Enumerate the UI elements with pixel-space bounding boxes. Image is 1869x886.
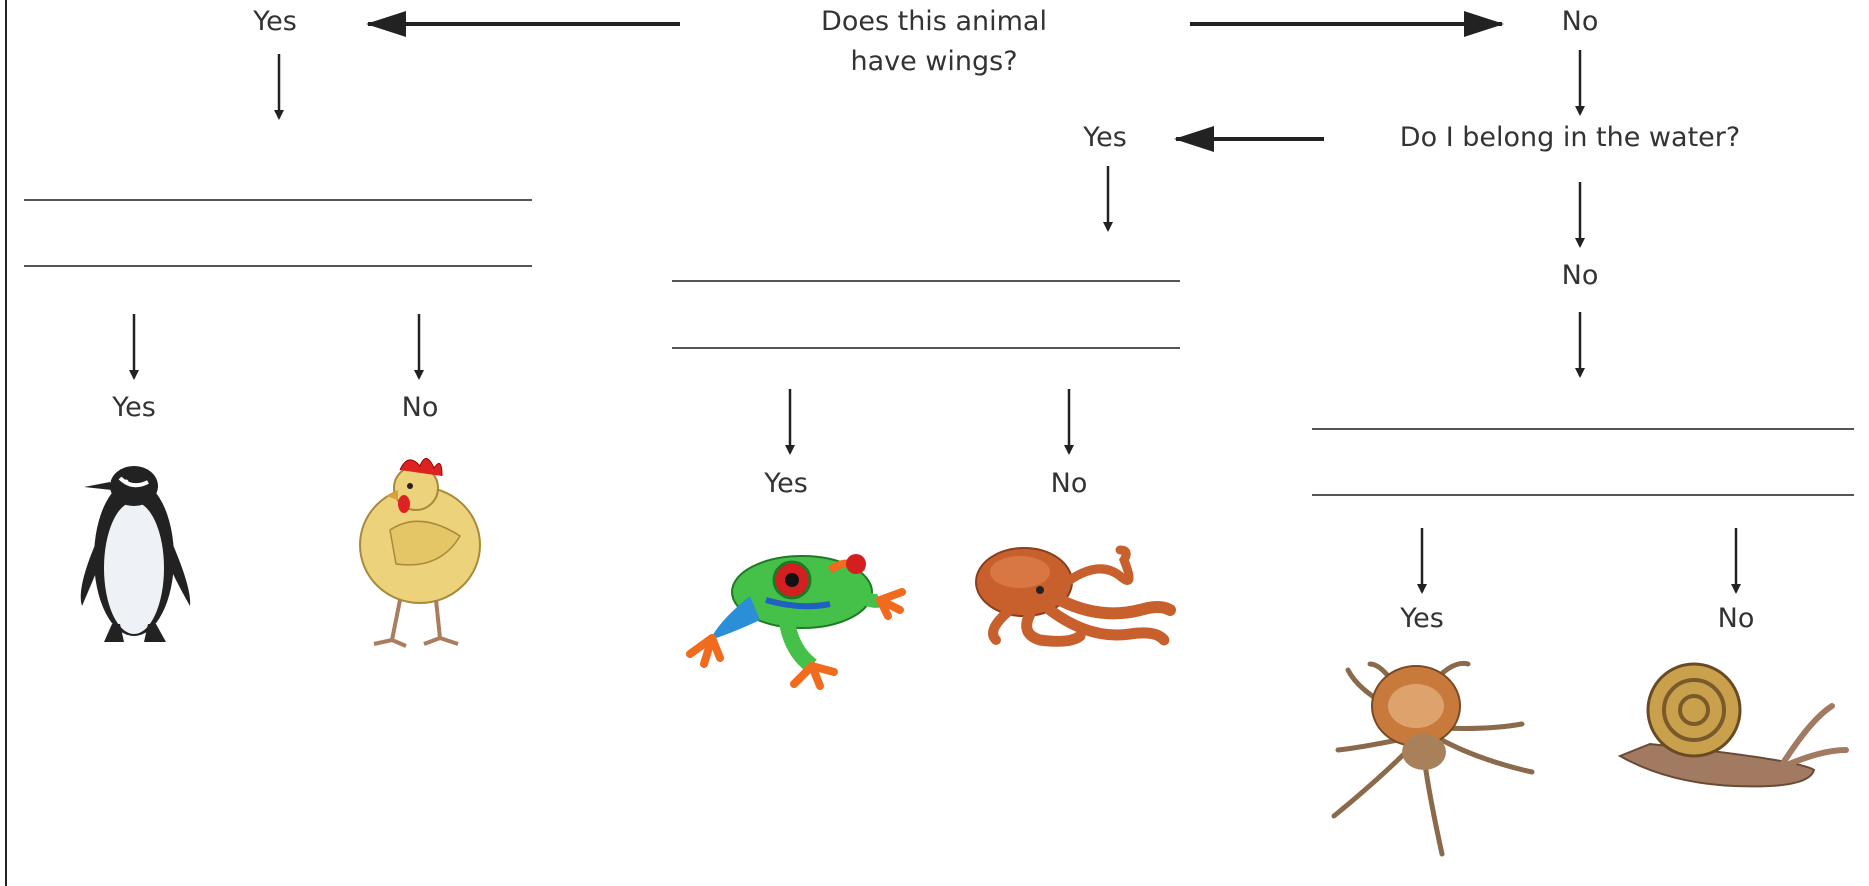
penguin-icon — [81, 466, 190, 642]
snail-icon — [1620, 664, 1846, 786]
spider-icon — [1334, 663, 1532, 854]
frog-icon — [690, 554, 902, 686]
octopus-icon — [976, 548, 1170, 641]
chicken-icon — [360, 458, 480, 646]
